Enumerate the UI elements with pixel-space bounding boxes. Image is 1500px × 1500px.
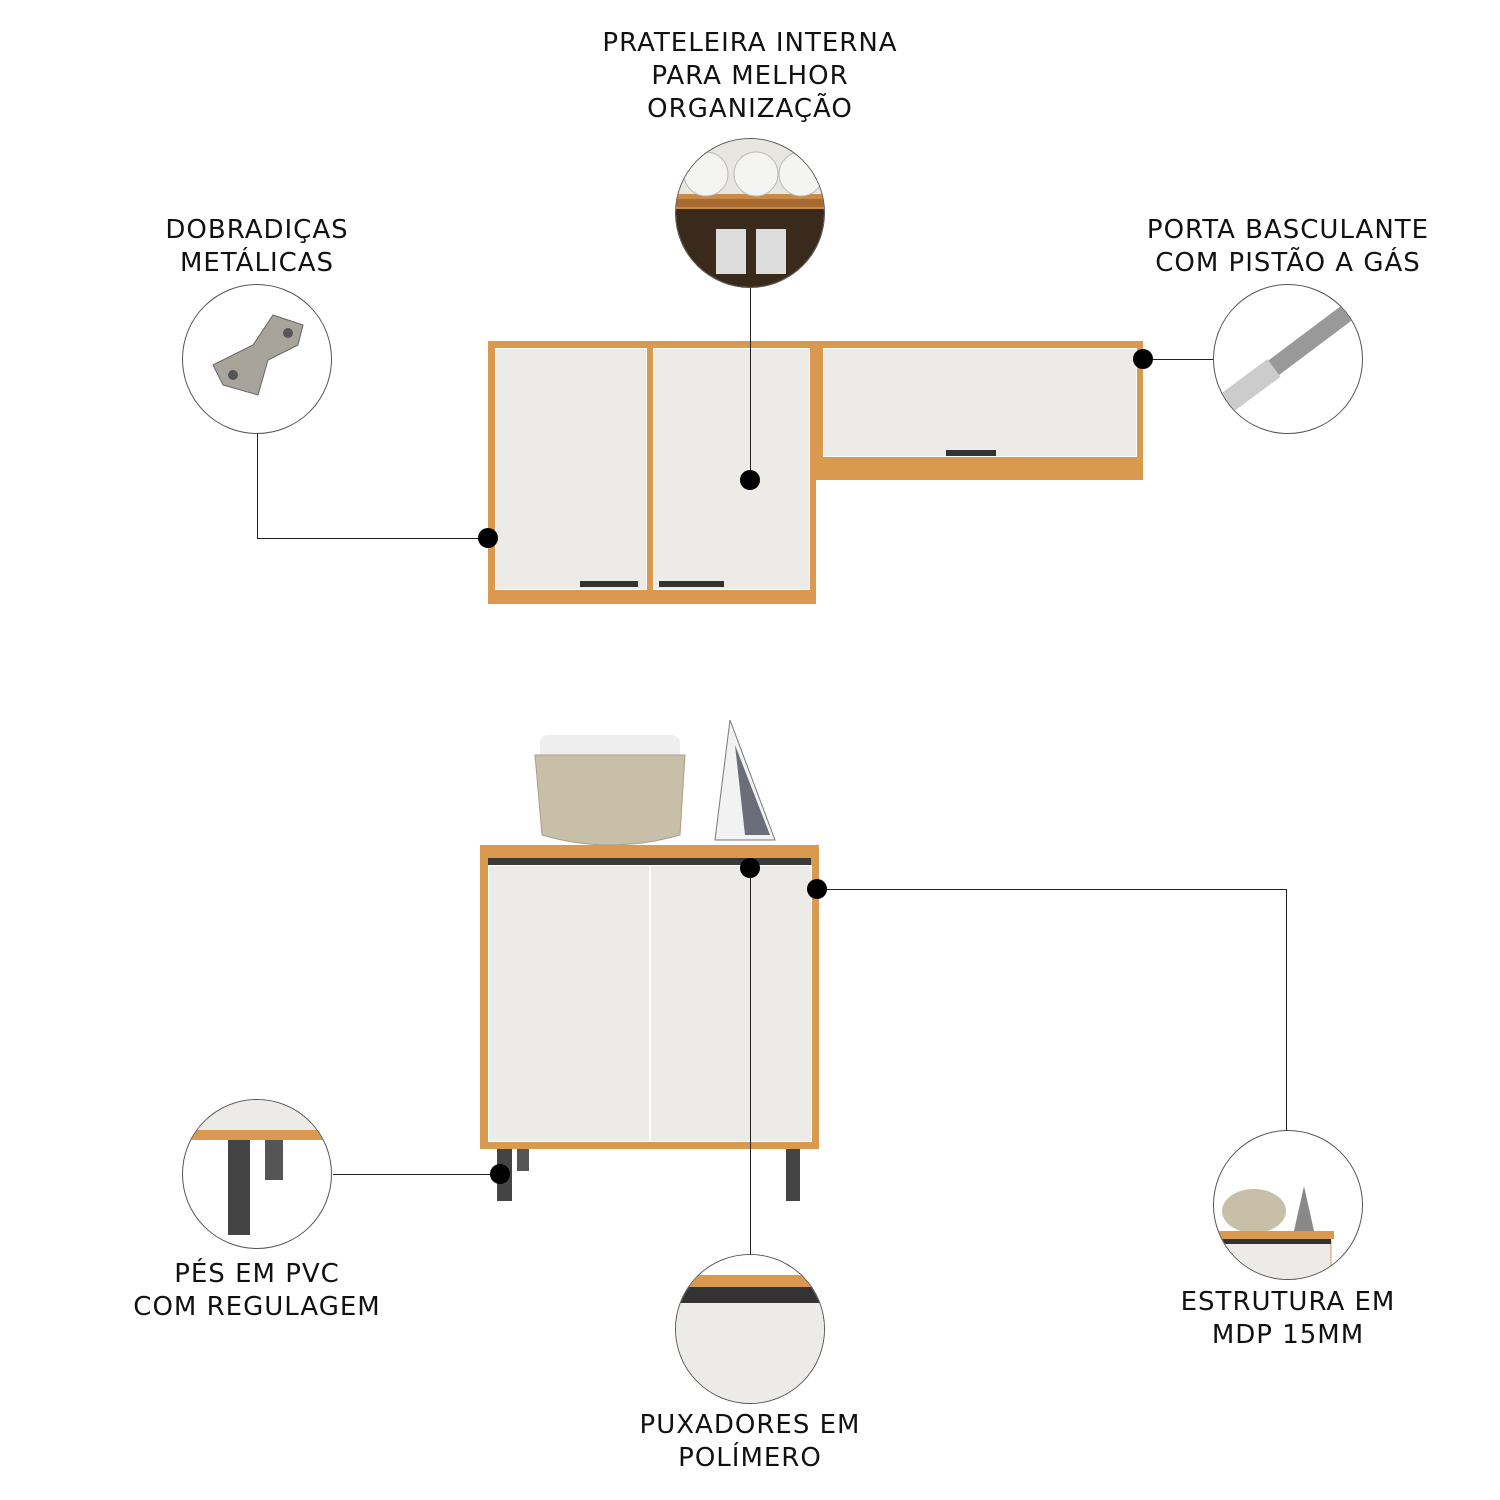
label-line: MDP 15MM (1211, 1320, 1365, 1350)
basket-and-iron-decor (534, 719, 776, 846)
base-door-right[interactable] (650, 865, 812, 1142)
leader-line (333, 1174, 500, 1175)
hotspot-piston (1133, 349, 1153, 369)
piston-detail-image (1213, 284, 1363, 434)
hotspot-shelf (740, 470, 760, 490)
label-piston: PORTA BASCULANTE COM PISTÃO A GÁS (1147, 214, 1429, 280)
label-structure: ESTRUTURA EM MDP 15MM (1181, 1286, 1396, 1352)
structure-detail-image (1213, 1130, 1363, 1280)
label-hinges: DOBRADIÇAS METÁLICAS (165, 214, 348, 280)
door-handle (580, 581, 638, 587)
leader-line (257, 434, 258, 538)
top-profile-handle[interactable] (488, 858, 811, 865)
base-door-left[interactable] (488, 865, 650, 1142)
label-line: ESTRUTURA EM (1180, 1287, 1396, 1317)
feet-detail-image (182, 1099, 332, 1249)
leader-line (817, 889, 1286, 890)
flip-up-door[interactable] (823, 348, 1137, 457)
wall-cabinet-two-doors (488, 341, 816, 604)
label-line: PRATELEIRA INTERNA (602, 28, 898, 58)
handle-detail-image (675, 1254, 825, 1404)
gas-piston-icon (1215, 306, 1353, 414)
hotspot-handles (740, 858, 760, 878)
label-line: COM REGULAGEM (133, 1292, 381, 1322)
label-line: DOBRADIÇAS (165, 215, 349, 245)
base-cabinet (480, 845, 819, 1149)
label-shelf: PRATELEIRA INTERNA PARA MELHOR ORGANIZAÇ… (602, 27, 897, 126)
door-handle (946, 450, 996, 456)
handle-profile-icon (676, 1255, 824, 1403)
leader-line (1143, 359, 1213, 360)
label-line: COM PISTÃO A GÁS (1155, 248, 1421, 278)
hotspot-hinges (478, 528, 498, 548)
label-line: ORGANIZAÇÃO (647, 94, 853, 124)
shelf-detail-image (675, 138, 825, 288)
label-line: PÉS EM PVC (174, 1259, 340, 1289)
leader-line (750, 288, 751, 480)
hotspot-feet (490, 1164, 510, 1184)
label-line: POLÍMERO (678, 1443, 822, 1473)
label-line: METÁLICAS (179, 248, 335, 278)
cabinet-foot (786, 1149, 800, 1201)
label-line: PORTA BASCULANTE (1146, 215, 1430, 245)
cabinet-door-right[interactable] (653, 348, 810, 590)
wall-cabinet-flip-door (816, 341, 1143, 480)
adjustable-foot-icon (183, 1100, 331, 1235)
leader-line (257, 538, 488, 539)
hinge-icon (212, 314, 304, 396)
hotspot-structure (807, 879, 827, 899)
door-handle (659, 581, 724, 587)
cabinet-thumbnail-icon (1214, 1186, 1334, 1279)
cabinet-door-left[interactable] (495, 348, 647, 590)
shelf-icon (676, 139, 824, 287)
label-line: PUXADORES EM (639, 1410, 861, 1440)
leader-line (1286, 889, 1287, 1131)
label-handles: PUXADORES EM POLÍMERO (640, 1409, 861, 1475)
label-feet: PÉS EM PVC COM REGULAGEM (133, 1258, 380, 1324)
leader-line (750, 868, 751, 1254)
label-line: PARA MELHOR (651, 61, 849, 91)
hinge-detail-image (182, 284, 332, 434)
cabinet-foot (517, 1149, 529, 1171)
